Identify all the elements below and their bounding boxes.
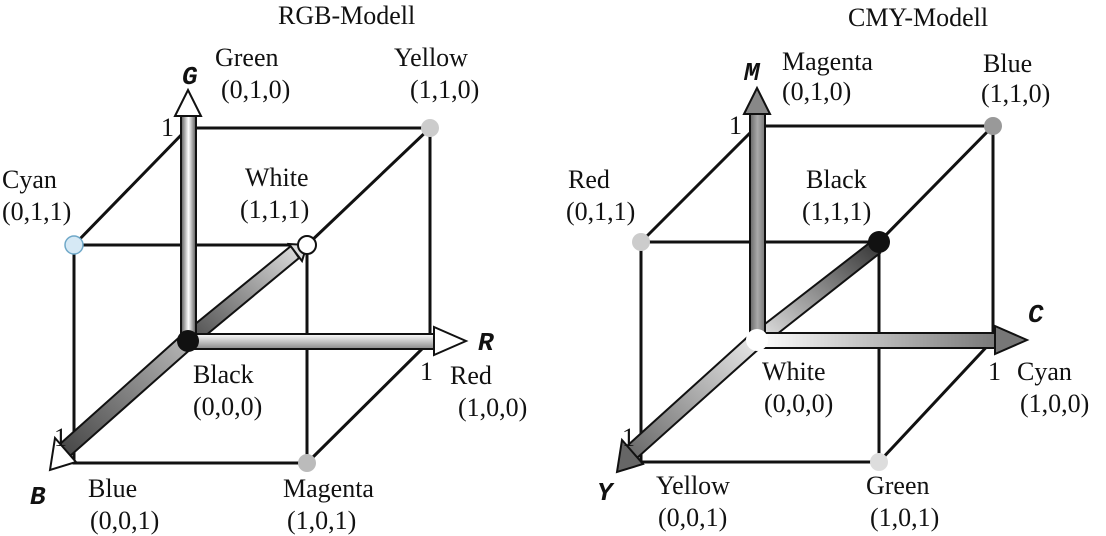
rgb-r-axis-shaft: [187, 333, 437, 350]
rgb-blue-name: Blue: [88, 474, 137, 503]
rgb-b-axis-head: [48, 435, 78, 472]
cmy-white-name: White: [762, 357, 826, 386]
cmy-cyan-coord: (1,0,0): [1020, 389, 1089, 418]
cmy-red-name: Red: [568, 165, 610, 194]
rgb-edge-green-cyan: [72, 126, 190, 247]
rgb-black-dot: [177, 330, 199, 352]
cmy-black-name: Black: [806, 165, 867, 194]
rgb-magenta-dot: [298, 454, 316, 472]
cmy-blue-coord: (1,1,0): [981, 79, 1050, 108]
rgb-black-coord: (0,0,0): [193, 392, 262, 421]
cmy-c-axis-head: [994, 324, 1030, 356]
rgb-red-coord: (1,0,0): [458, 393, 527, 422]
rgb-yellow-dot: [421, 119, 439, 137]
cmy-edge-blue-black: [877, 124, 995, 244]
cmy-white-coord: (0,0,0): [764, 389, 833, 418]
rgb-b-axis-shaft: [58, 332, 195, 458]
rgb-white-dot: [297, 235, 317, 255]
cmy-title: CMY-Modell: [848, 3, 988, 32]
rgb-tick-g: 1: [161, 113, 174, 142]
cmy-edge-cyan-green: [877, 338, 995, 464]
cmy-green-coord: (1,0,1): [870, 503, 939, 532]
cmy-cyan-name: Cyan: [1017, 357, 1072, 386]
cmy-green-name: Green: [866, 471, 930, 500]
cmy-tick-m: 1: [729, 111, 742, 140]
rgb-axis-b-label: B: [30, 482, 46, 512]
rgb-magenta-name: Magenta: [283, 474, 374, 503]
rgb-cyan-name: Cyan: [2, 165, 57, 194]
rgb-edge-red-magenta: [305, 339, 432, 465]
cmy-black-dot: [868, 231, 890, 253]
cmy-yellow-coord: (0,0,1): [658, 503, 727, 532]
rgb-yellow-coord: (1,1,0): [410, 75, 479, 104]
cmy-tick-c: 1: [988, 357, 1001, 386]
rgb-edge-yellow-white: [305, 126, 432, 247]
cmy-tick-y: 1: [622, 423, 635, 452]
rgb-green-coord: (0,1,0): [221, 75, 290, 104]
cmy-m-axis-head: [742, 85, 772, 115]
rgb-green-name: Green: [215, 43, 279, 72]
rgb-white-name: White: [245, 163, 309, 192]
rgb-white-coord: (1,1,1): [240, 195, 309, 224]
cmy-blue-name: Blue: [983, 49, 1032, 78]
cmy-c-axis-shaft: [756, 332, 998, 349]
rgb-cube: [48, 87, 469, 472]
rgb-yellow-name: Yellow: [394, 43, 468, 72]
cmy-green-dot: [870, 453, 888, 471]
rgb-cyan-dot: [64, 235, 84, 255]
cmy-axis-y-label: Y: [597, 478, 615, 508]
cmy-axis-m-label: M: [743, 58, 761, 88]
rgb-magenta-coord: (1,0,1): [287, 506, 356, 535]
cmy-magenta-coord: (0,1,0): [782, 77, 851, 106]
cmy-axis-c-label: C: [1028, 300, 1044, 330]
cmy-yellow-name: Yellow: [656, 471, 730, 500]
rgb-blue-coord: (0,0,1): [90, 506, 159, 535]
cmy-red-dot: [632, 233, 650, 251]
rgb-axis-g-label: G: [182, 62, 198, 92]
cmy-cube: [615, 85, 1030, 474]
cmy-diagonal-arrow: [750, 239, 882, 348]
cmy-black-coord: (1,1,1): [802, 197, 871, 226]
cmy-y-axis-head: [615, 437, 645, 474]
rgb-black-name: Black: [193, 360, 254, 389]
rgb-tick-r: 1: [420, 357, 433, 386]
cmy-edge-magenta-red: [639, 124, 759, 244]
cmy-red-coord: (0,1,1): [566, 197, 635, 226]
rgb-red-name: Red: [450, 361, 492, 390]
rgb-r-axis-head: [433, 325, 469, 357]
rgb-diagonal-arrow: [181, 244, 301, 348]
rgb-g-axis-shaft: [180, 114, 197, 342]
cmy-blue-dot: [984, 117, 1002, 135]
rgb-cyan-coord: (0,1,1): [2, 197, 71, 226]
cmy-y-axis-shaft: [625, 331, 764, 460]
rgb-axis-r-label: R: [478, 328, 494, 358]
cmy-magenta-name: Magenta: [782, 47, 873, 76]
cmy-white-dot: [746, 329, 768, 351]
rgb-g-axis-head: [173, 87, 203, 117]
rgb-title: RGB-Modell: [278, 1, 415, 30]
rgb-tick-b: 1: [54, 423, 67, 452]
cmy-m-axis-shaft: [749, 111, 766, 341]
